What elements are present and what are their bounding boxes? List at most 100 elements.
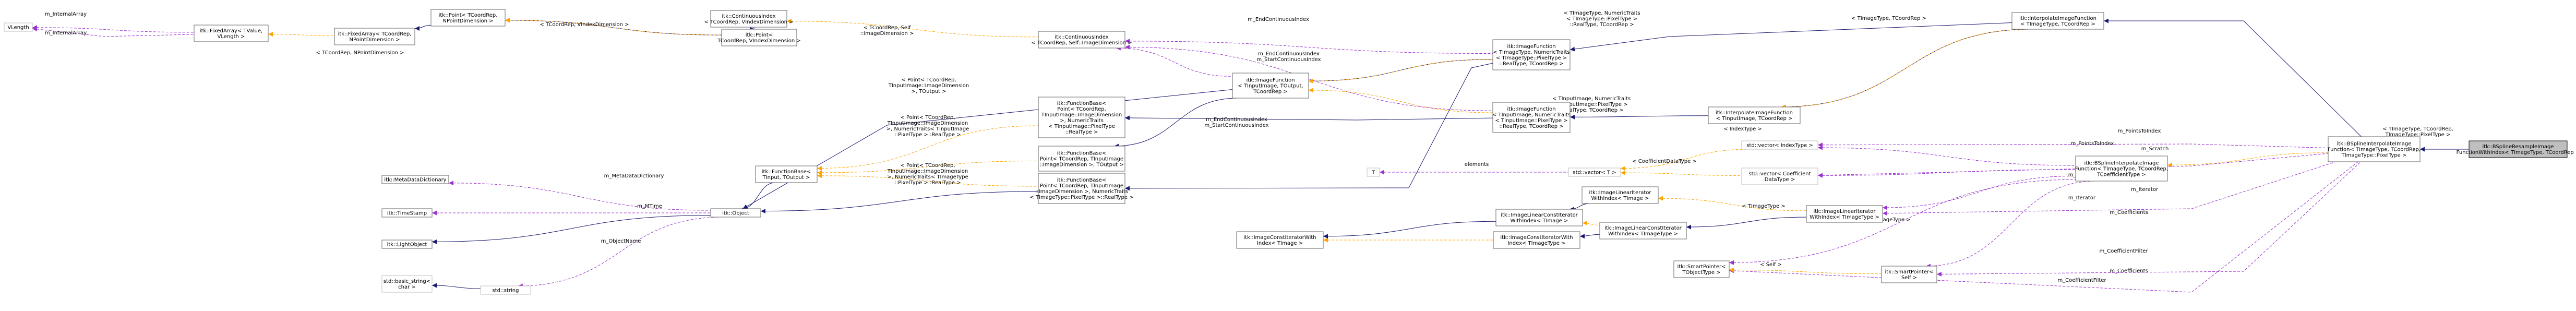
edge-label-l_endcont1: m_EndContinuousIndex (1248, 17, 1309, 22)
class-node-label-line: Index< TImageType > (1507, 241, 1565, 246)
class-node-point_tmpl[interactable]: itk::Point<TCoordRep, VIndexDimension > (717, 29, 801, 46)
class-node-imgfunc_a[interactable]: itk::ImageFunction< TImageType, NumericT… (1492, 39, 1571, 70)
class-node-object[interactable]: itk::Object (710, 208, 761, 218)
class-node-point_a[interactable]: itk::Point< TCoordRep,NPointDimension > (430, 9, 506, 27)
edge-contindex_a-to-imgfunc_c (1116, 45, 1233, 77)
class-node-box (381, 275, 433, 293)
edge-lin_const_tmpl-to-lin_iter_tmpl (1569, 203, 1590, 212)
class-node-smartptr_self[interactable]: itk::SmartPointer<Self > (1881, 266, 1937, 283)
class-node-label-line: < TInputImage, NumericTraits (1492, 112, 1571, 118)
class-node-label-line: Point< TCoordRep, TInputImage (1040, 157, 1123, 162)
edge-vector_index-to-bsi_mid (1817, 145, 2076, 166)
class-node-box (381, 240, 433, 249)
edge-label-l_intarray2: m_InternalArray (45, 30, 87, 36)
edge-imgfunc_c-to-imgfunc_a (1308, 59, 1493, 83)
class-node-label-line: DataType > (1765, 177, 1795, 183)
class-node-funcbase_b[interactable]: itk::FunctionBase<Point< TCoordRep, TInp… (1038, 146, 1125, 172)
class-node-label-line: Function< TImageType, TCoordRep, (2075, 166, 2168, 172)
class-node-box (4, 22, 33, 32)
class-node-imgfunc_c[interactable]: itk::ImageFunction< TInputImage, TOutput… (1232, 73, 1309, 99)
edge-funcbase_tmpl-to-funcbase_c (817, 173, 1039, 187)
class-node-label: itk::FunctionBase<Point< TCoordRep, TInp… (1039, 151, 1124, 168)
edge-label-l_pointstoindex1: m_PointsToIndex (2118, 128, 2161, 134)
class-node-string[interactable]: std::string (480, 285, 531, 295)
edge-label-line: m_EndContinuousIndex (1248, 17, 1309, 22)
class-node-label: itk::SmartPointer<Self > (1885, 269, 1934, 281)
class-node-metadatadict[interactable]: itk::MetaDataDictionary (381, 175, 449, 184)
class-node-basic_string[interactable]: std::basic_string<char > (381, 275, 433, 293)
class-node-label: itk::FunctionBase<Point< TCoordRep, TInp… (1029, 177, 1133, 200)
class-node-interp_img[interactable]: itk::InterpolateImageFunction< TImageTyp… (2011, 12, 2104, 30)
edge-funcbase_a-to-imgfunc_b (1124, 115, 1493, 121)
edge-label-l_if_inst1: < TImageType, NumericTraits< TImageType:… (1563, 10, 1640, 28)
edge-const_iter_img-to-lin_const_img (1579, 234, 1600, 239)
edge-label-line: < TImageType, NumericTraits (1563, 10, 1640, 16)
class-node-funcbase_c[interactable]: itk::FunctionBase<Point< TCoordRep, TInp… (1029, 173, 1134, 204)
edge-label-line: m_EndContinuousIndex (1206, 117, 1267, 123)
edge-vector_coef-to-bsi_mid (1817, 169, 2076, 178)
class-node-label-line: itk::BSplineInterpolateImage (2084, 161, 2159, 166)
class-node-label-line: itk::LightObject (387, 242, 427, 248)
class-node-box (2011, 12, 2104, 30)
edge-label-line: m_Iterator (2068, 195, 2096, 201)
class-node-label-line: itk::ContinuousIndex (1055, 34, 1108, 40)
edge-label-line: >, NumericTraits< TInputImage (886, 126, 969, 132)
class-node-label-line: WithIndex< TImageType > (1810, 214, 1879, 220)
edge-label-line: TInputImage::ImageDimension (888, 83, 969, 89)
edges-layer (32, 18, 2469, 293)
class-node-label: std::string (493, 288, 519, 294)
edge-label-l_coefdt: < CoefficientDataType > (1632, 159, 1697, 164)
edge-label-line: m_Scratch (2141, 146, 2169, 152)
class-node-imgfunc_b[interactable]: itk::ImageFunction< TInputImage, Numeric… (1492, 102, 1571, 133)
edge-point_a-to-point_tmpl (505, 18, 722, 35)
class-node-vlength[interactable]: VLength (4, 22, 33, 32)
class-node-fixedarray_a[interactable]: itk::FixedArray< TCoordRep,NPointDimensi… (334, 28, 415, 45)
class-node-label-line: VLength (7, 25, 29, 31)
edge-imgfunc_b-to-interp_gen (1569, 114, 1709, 119)
class-node-contindex_a[interactable]: itk::ContinuousIndex< TCoordRep, Self::I… (1031, 31, 1132, 49)
class-node-box (1599, 222, 1687, 240)
class-node-funcbase_a[interactable]: itk::FunctionBase<Point< TCoordRep,TInpu… (1038, 97, 1125, 138)
class-node-box (2075, 156, 2168, 182)
class-node-box (1038, 173, 1125, 204)
class-node-label-line: < TCoordRep, Self::ImageDimension > (1031, 40, 1132, 46)
class-node-fixedarray_tmpl[interactable]: itk::FixedArray< TValue,VLength > (194, 25, 269, 42)
class-node-label-line: Self > (1901, 275, 1917, 281)
class-node-box (2469, 140, 2568, 158)
class-node-label: std::vector< T > (1573, 170, 1616, 176)
class-node-label-line: itk::Point< (746, 32, 773, 38)
class-node-t_node[interactable]: T (1367, 168, 1380, 177)
class-node-funcbase_tmpl[interactable]: itk::FunctionBase<TInput, TOutput > (755, 165, 818, 183)
class-node-lightobject[interactable]: itk::LightObject (381, 240, 433, 249)
class-node-label-line: ::RealType > (1065, 129, 1098, 135)
class-node-label-line: itk::ImageLinearIterator (1589, 190, 1651, 196)
class-node-label-line: TObjectType > (1682, 270, 1720, 276)
class-node-contindex_tmpl[interactable]: itk::ContinuousIndex< TCoordRep, VIndexD… (704, 10, 794, 28)
class-node-label-line: itk::ImageConstIteratorWith (1500, 235, 1573, 241)
edge-label-l_self: < Self > (1760, 262, 1782, 268)
class-node-vector_t[interactable]: std::vector< T > (1568, 168, 1621, 177)
edge-label-l_pointstoindex2: m_PointsToIndex (2071, 141, 2114, 147)
class-node-timestamp[interactable]: itk::TimeStamp (381, 208, 433, 218)
class-node-interp_gen[interactable]: itk::InterpolateImageFunction< TInputIma… (1708, 106, 1801, 124)
class-node-smartptr_tmpl[interactable]: itk::SmartPointer<TObjectType > (1673, 260, 1730, 278)
class-node-label-line: VLength > (218, 34, 245, 40)
class-node-vector_index[interactable]: std::vector< IndexType > (1741, 140, 1818, 150)
